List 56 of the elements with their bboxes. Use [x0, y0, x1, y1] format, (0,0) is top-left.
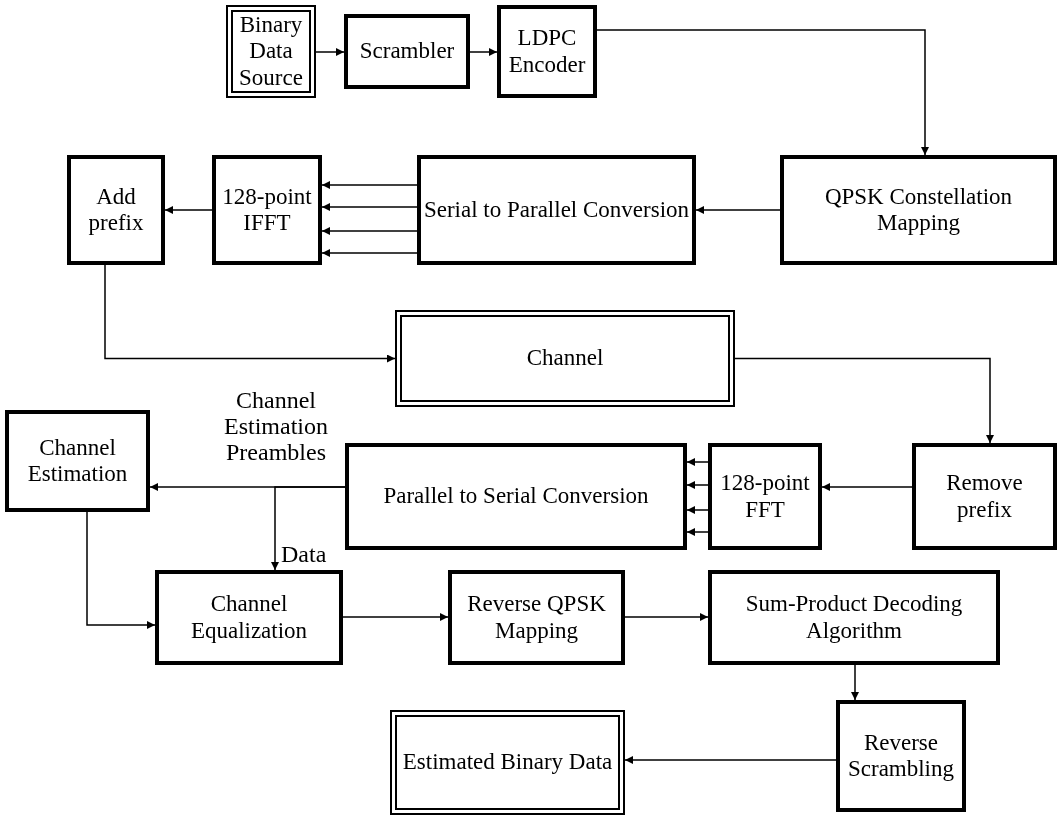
terminal-box [226, 5, 316, 98]
arrow [164, 206, 213, 214]
box-label: Scrambler [359, 38, 455, 65]
arrow [734, 357, 994, 444]
process-box [448, 570, 625, 665]
process-box [67, 155, 165, 265]
arrow [686, 506, 709, 514]
process-box [417, 155, 696, 265]
arrow [469, 48, 498, 56]
arrow [86, 511, 156, 629]
box-label: Channel Estimation [26, 434, 129, 488]
box-label: Estimated Binary Data [402, 749, 613, 776]
process-box [836, 700, 966, 812]
process-box [708, 570, 1000, 665]
process-box [912, 443, 1057, 550]
box-label: Channel Equalization [189, 591, 309, 644]
arrow [624, 756, 837, 764]
box-label: Reverse QPSK Mapping [466, 591, 607, 644]
arrow [321, 249, 418, 257]
box-label: LDPC Encoder [507, 25, 587, 78]
box-label: 128-point FFT [719, 470, 811, 523]
arrow [695, 206, 781, 214]
arrow [624, 613, 709, 621]
arrow [321, 203, 418, 211]
box-label: QPSK Constellation Mapping [823, 183, 1014, 237]
box-label: Reverse Scrambling [846, 729, 955, 783]
arrow [821, 483, 913, 491]
process-box [212, 155, 322, 265]
box-label: Binary Data Source [238, 11, 304, 92]
box-label: Remove prefix [945, 470, 1024, 523]
process-box [345, 443, 687, 550]
box-label: Channel [526, 345, 604, 372]
arrow [596, 29, 929, 156]
terminal-box [390, 710, 625, 815]
arrow [342, 613, 449, 621]
arrow [851, 664, 859, 701]
box-label: Sum-Product Decoding Algorithm [744, 591, 964, 644]
process-box [780, 155, 1057, 265]
box-label: Parallel to Serial Conversion [383, 483, 649, 510]
arrow [321, 227, 418, 235]
arrow [315, 48, 345, 56]
arrow [104, 264, 396, 363]
box-label: Serial to Parallel Conversion [423, 196, 690, 224]
arrow [686, 458, 709, 466]
process-box [5, 410, 150, 512]
process-box [497, 5, 597, 98]
process-box [344, 14, 470, 89]
terminal-box [395, 310, 735, 407]
process-box [155, 570, 343, 665]
process-box [708, 443, 822, 550]
box-label: 128-point IFFT [221, 183, 313, 237]
arrow [686, 481, 709, 489]
arrow [271, 486, 346, 571]
arrow [686, 528, 709, 536]
box-label: Add prefix [87, 183, 145, 237]
arrow [321, 181, 418, 189]
